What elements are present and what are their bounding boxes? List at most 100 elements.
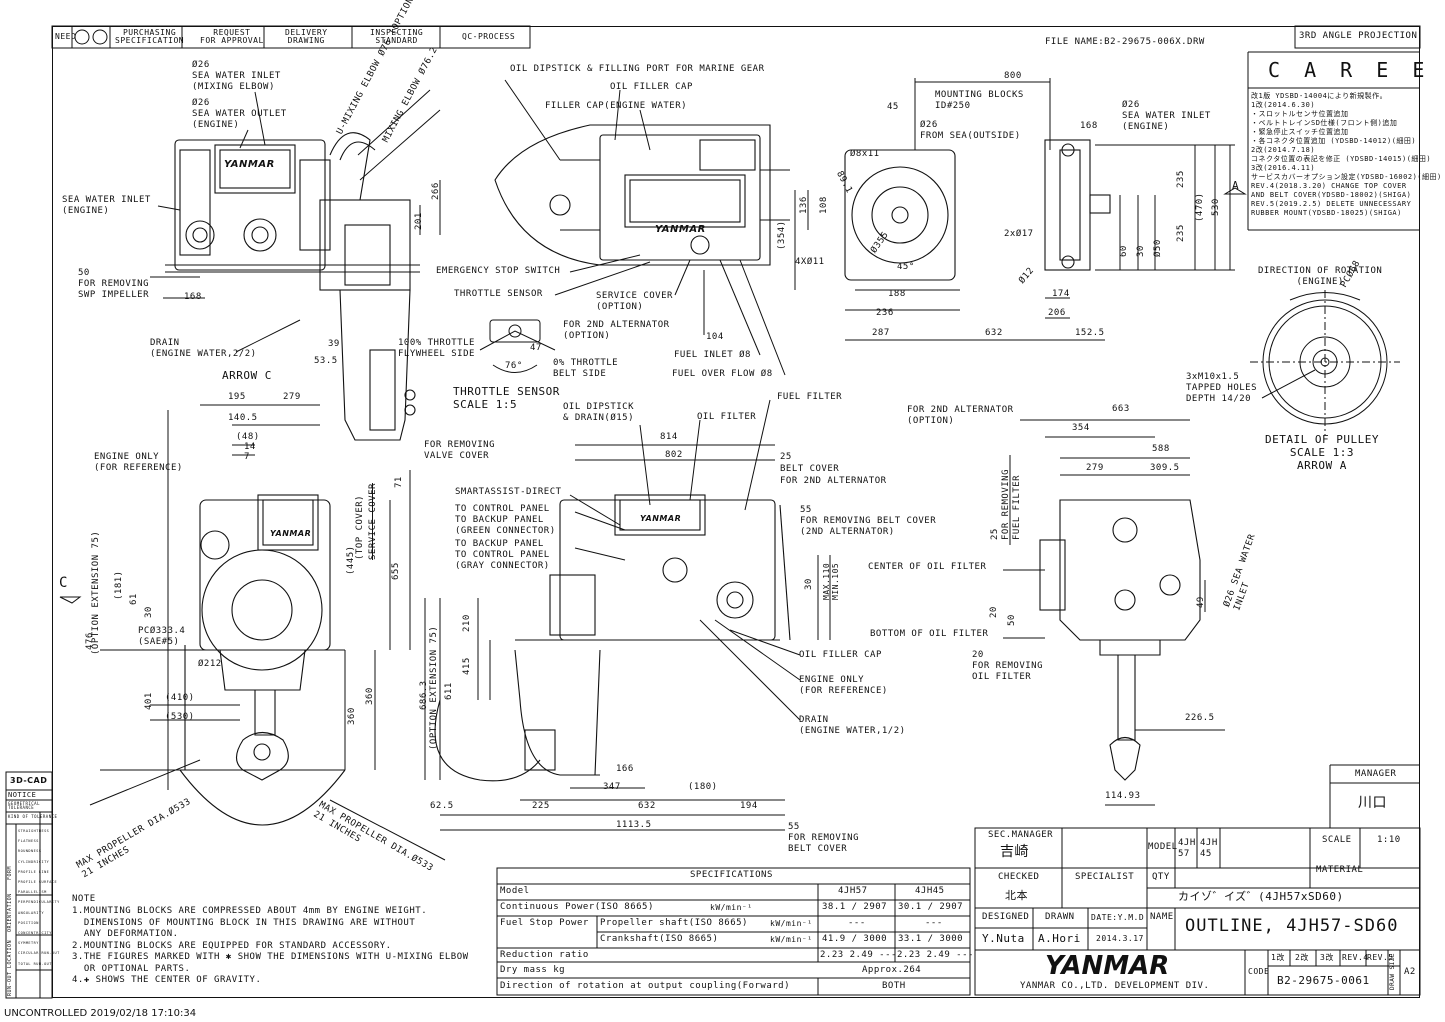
sec-manager-label: SEC.MANAGER <box>988 830 1054 840</box>
tolerance-kind: PERPENDICULARITY <box>18 900 60 905</box>
spec-row-sub: Propeller shaft(ISO 8665) <box>600 918 748 928</box>
dim-14: 14 <box>244 442 256 452</box>
spec-row-label: Continuous Power(ISO 8665) <box>500 902 654 912</box>
group-orientation: ORIENTATION <box>7 893 13 932</box>
dim-206: 206 <box>1048 308 1066 318</box>
inspecting-standard-cell[interactable]: INSPECTING STANDARD <box>370 28 424 45</box>
dim-225: 225 <box>532 801 550 811</box>
career-line: AND BELT COVER(YDSBD-18002)(SHIGA) <box>1251 191 1412 199</box>
spec-row-label: Fuel Stop Power <box>500 918 589 928</box>
label-sw-outlet: Ø26 SEA WATER OUTLET (ENGINE) <box>192 98 287 130</box>
label-dipstick-marine: OIL DIPSTICK & FILLING PORT FOR MARINE G… <box>510 64 765 74</box>
drawing-sheet <box>52 26 1420 998</box>
note-line: DIMENSIONS OF MOUNTING BLOCK IN THIS DRA… <box>72 917 416 928</box>
dim-632-a: 632 <box>985 328 1003 338</box>
career-line: ・緊急停止スイッチ位置追加 <box>1251 128 1349 136</box>
arrow-c-label: ARROW C <box>222 369 272 382</box>
designed-label: DESIGNED <box>982 912 1030 922</box>
career-line: 3改(2016.4.11) <box>1251 164 1316 172</box>
spec-col-a: 4JH57 <box>838 886 868 896</box>
dim-354p: (354) <box>777 220 787 250</box>
purchasing-spec-cell[interactable]: PURCHASING SPECIFICATION <box>115 28 185 45</box>
spec-unit: kW/min⁻¹ <box>710 903 753 912</box>
note-line: ANY DEFORMATION. <box>72 929 179 939</box>
dim-235-a: 235 <box>1176 170 1186 188</box>
career-line: ・各コネクタ位置追加 (YDSBD-14012)(細田) <box>1251 137 1417 145</box>
spec-row-label: Reduction ratio <box>500 950 589 960</box>
file-name: FILE NAME:B2-29675-006X.DRW <box>1045 37 1205 47</box>
label-opt-ext-b: (OPTION EXTENSION 75) <box>429 625 439 750</box>
manager-signature: 川口 <box>1358 795 1387 811</box>
engine-logo: YANMAR <box>224 159 275 170</box>
label-remove-oil-filter: 20 FOR REMOVING OIL FILTER <box>972 650 1044 682</box>
dim-pcd333: PCØ333.4 (SAE#5) <box>138 626 186 647</box>
dim-30: 30 <box>1136 245 1146 257</box>
dim-415: 415 <box>462 657 472 675</box>
spec-value-a: 38.1 / 2907 <box>822 902 888 912</box>
label-service-cover: SERVICE COVER (OPTION) <box>596 291 673 312</box>
tolerance-kind: PROFILE LINE <box>18 869 50 874</box>
label-service-cover-v: SERVICE COVER <box>368 483 378 560</box>
engine-logo: YANMAR <box>655 224 706 235</box>
dim-210: 210 <box>462 614 472 632</box>
note-line: OR OPTIONAL PARTS. <box>72 963 191 974</box>
qc-process-cell[interactable]: QC-PROCESS <box>462 32 516 41</box>
dim-60: 60 <box>1119 245 1129 257</box>
dim-8x11: Ø8x11 <box>850 149 880 159</box>
dim-49: 49 <box>1196 596 1206 608</box>
spec-value-b: 2.23 2.49 --- <box>897 950 974 960</box>
career-line: ・スロットルセンサ位置追加 <box>1251 110 1349 118</box>
cad-label: 3D-CAD <box>10 776 48 785</box>
dim-7: 7 <box>244 452 250 462</box>
dim-632-b: 632 <box>638 801 656 811</box>
name-label: NAME <box>1150 912 1174 922</box>
label-sw-inlet-engine: SEA WATER INLET (ENGINE) <box>62 195 151 216</box>
engine-logo: YANMAR <box>640 514 682 523</box>
spec-value-b: 33.1 / 3000 <box>898 934 964 944</box>
career-line: 2改(2014.7.18) <box>1251 146 1316 154</box>
specs-title: SPECIFICATIONS <box>690 870 773 880</box>
dim-30-b: 30 <box>144 606 154 618</box>
label-rotation: DIRECTION OF ROTATION (ENGINE) <box>1258 266 1383 287</box>
label-remove-belt-cover: 55 FOR REMOVING BELT COVER <box>788 822 860 854</box>
dim-53-5: 53.5 <box>314 356 338 366</box>
delivery-drawing-cell[interactable]: DELIVERY DRAWING <box>285 28 328 45</box>
request-approval-cell[interactable]: REQUEST FOR APPROVAL <box>200 28 264 45</box>
label-dipstick-drain: OIL DIPSTICK & DRAIN(Ø15) <box>563 402 635 423</box>
specialist-label: SPECIALIST <box>1075 872 1135 882</box>
dim-39: 39 <box>328 339 340 349</box>
tolerance-kind: CYLINDRICITY <box>18 859 50 864</box>
tolerance-kind: CONCENTRICITY <box>18 931 52 936</box>
dim-168-b: 168 <box>1080 121 1098 131</box>
label-drain-a: DRAIN (ENGINE WATER,2/2) <box>150 338 257 359</box>
group-form: FORM <box>7 865 13 880</box>
tolerance-kind: SYMMETRY <box>18 941 39 946</box>
dim-530: 530 <box>1211 198 1221 216</box>
label-belt-cover: 25 BELT COVER FOR 2ND ALTERNATOR <box>780 452 887 486</box>
label-top-cover: (TOP COVER) <box>355 494 365 560</box>
spec-row-sub: Crankshaft(ISO 8665) <box>600 934 719 944</box>
dim-201: 201 <box>414 212 424 230</box>
dim-401: 401 <box>144 692 154 710</box>
dim-235-b: 235 <box>1176 224 1186 242</box>
dim-136: 136 <box>799 196 809 214</box>
label-remove-belt: 55 FOR REMOVING BELT COVER (2ND ALTERNAT… <box>800 505 937 537</box>
checked-label: CHECKED <box>998 872 1040 882</box>
tolerance-kind: TOTAL RUN-OUT <box>18 961 52 966</box>
career-list: 改1版 YDSBD-14004により新規製作。 1改(2014.6.30) ・ス… <box>1251 92 1441 218</box>
group-run-out: RUN-OUT <box>7 971 13 996</box>
dim-50-b: 50 <box>1007 614 1017 626</box>
dim-663: 663 <box>1112 404 1130 414</box>
dim-140-5: 140.5 <box>228 413 258 423</box>
dim-152-5: 152.5 <box>1075 328 1105 338</box>
spec-row-label: Model <box>500 886 530 896</box>
dim-4x11: 4XØ11 <box>795 257 825 267</box>
label-oil-filler-cap-b: OIL FILLER CAP <box>799 650 882 660</box>
dim-686-3: 686.3 <box>419 680 429 710</box>
group-location: LOCATION <box>7 939 13 968</box>
spec-value-a: 2.23 2.49 --- <box>820 950 897 960</box>
career-line: REV.4(2018.3.20) CHANGE TOP COVER <box>1251 182 1407 190</box>
model-4jh57: 4JH 57 <box>1178 838 1196 859</box>
dim-800: 800 <box>1004 71 1022 81</box>
model-4jh45: 4JH 45 <box>1200 838 1218 859</box>
